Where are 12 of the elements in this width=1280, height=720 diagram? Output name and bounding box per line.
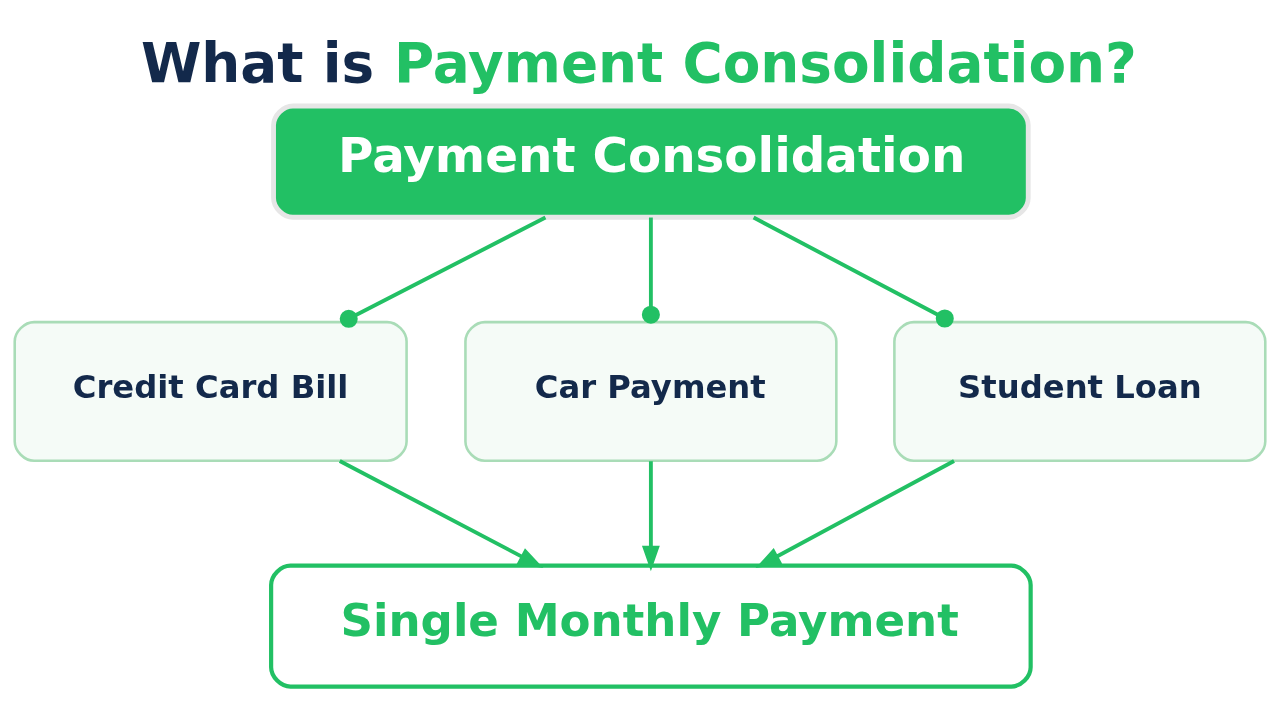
arrow [338,459,544,568]
connector [339,215,547,328]
node-box: Single Monthly Payment [269,563,1033,689]
node-box: Student Loan [893,320,1267,463]
connector [641,217,660,324]
arrow [641,461,660,572]
diagram-title: What is Payment Consolidation? [140,31,1137,96]
arrow [755,459,955,569]
node-box: Payment Consolidation [271,103,1031,220]
node-box: Credit Card Bill [13,320,408,463]
connector [752,215,954,328]
node-box: Car Payment [464,320,838,463]
